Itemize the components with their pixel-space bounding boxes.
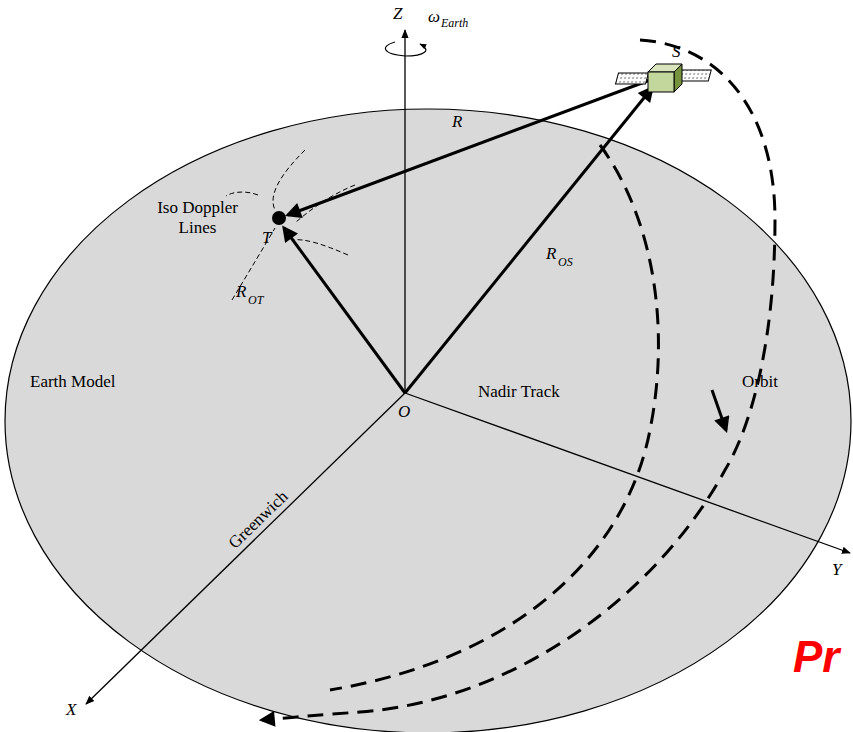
region-label: Earth Model <box>30 372 115 392</box>
vector-subscript: OT <box>248 294 263 308</box>
satellite-icon <box>615 64 711 92</box>
target-point <box>272 211 286 225</box>
vector-label: R <box>236 282 246 302</box>
r-os-vector <box>405 88 652 393</box>
nadir-track <box>330 145 658 690</box>
region-label: Nadir Track <box>478 382 560 402</box>
axis-label: X <box>66 700 76 720</box>
region-label: Orbit <box>742 372 778 392</box>
watermark-text: Pr <box>793 632 839 683</box>
target-label: T <box>262 228 271 248</box>
orbit-arrow <box>712 390 726 430</box>
x-axis <box>86 393 405 704</box>
vector-label: R <box>546 244 556 264</box>
annotation-label: Iso Doppler Lines <box>150 198 245 237</box>
origin-label: O <box>398 402 410 422</box>
satellite-label: S <box>672 42 681 62</box>
rotation-subscript: Earth <box>441 17 468 31</box>
axis-label: Z <box>393 4 402 24</box>
rotation-symbol: ω <box>428 7 440 27</box>
vector-label: R <box>452 112 462 132</box>
rotation-arrow <box>385 42 425 56</box>
iso-doppler-line <box>296 185 355 222</box>
y-axis <box>405 393 850 553</box>
earth-ellipse <box>5 109 851 732</box>
vector-subscript: OS <box>558 256 573 270</box>
r-ot-vector <box>284 228 405 393</box>
orbit-path <box>262 40 775 720</box>
iso-doppler-line <box>273 150 305 210</box>
r-vector <box>288 80 650 215</box>
axis-label: Y <box>832 560 841 580</box>
iso-doppler-line <box>226 192 258 196</box>
z-axis <box>404 30 405 393</box>
